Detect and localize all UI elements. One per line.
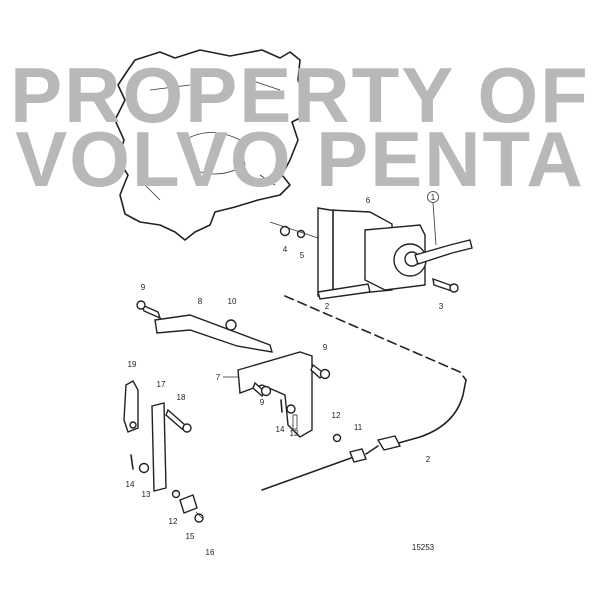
control-cable	[394, 379, 467, 445]
callout-6: 6	[366, 196, 371, 205]
callout-8: 8	[198, 297, 203, 306]
callout-19: 19	[128, 360, 137, 369]
arm-17	[151, 402, 167, 492]
callout-1: 1	[431, 193, 436, 202]
callout-4: 4	[283, 245, 288, 254]
callout-13-right: 13	[290, 429, 299, 438]
bracket-8	[154, 314, 273, 353]
callout-17: 17	[157, 380, 166, 389]
callout-10: 10	[228, 297, 237, 306]
callout-9-lower: 9	[260, 398, 265, 407]
lever-19	[123, 380, 139, 433]
watermark-line1: PROPERTY OF	[10, 51, 590, 139]
callout-9-top: 9	[141, 283, 146, 292]
callout-5: 5	[300, 251, 305, 260]
callout-11: 11	[354, 423, 363, 432]
callout-13-left: 13	[142, 490, 151, 499]
drawing-number: 15253	[412, 543, 435, 552]
callout-9-right: 9	[323, 343, 328, 352]
callout-3: 3	[439, 302, 444, 311]
engine-outline	[114, 49, 306, 241]
callout-14-right: 14	[276, 425, 285, 434]
callout-12-left: 12	[169, 517, 178, 526]
callout-2-shaft: 2	[325, 302, 330, 311]
callout-2-cable: 2	[426, 455, 431, 464]
callout-7: 7	[216, 373, 221, 382]
callout-12-right: 12	[332, 411, 341, 420]
callout-14-left: 14	[126, 480, 135, 489]
watermark-line2: VOLVO PENTA	[15, 115, 585, 203]
bracket-7	[237, 351, 313, 438]
callout-18: 18	[177, 393, 186, 402]
control-lever	[414, 239, 473, 265]
callout-15: 15	[186, 532, 195, 541]
callout-16: 16	[206, 548, 215, 557]
